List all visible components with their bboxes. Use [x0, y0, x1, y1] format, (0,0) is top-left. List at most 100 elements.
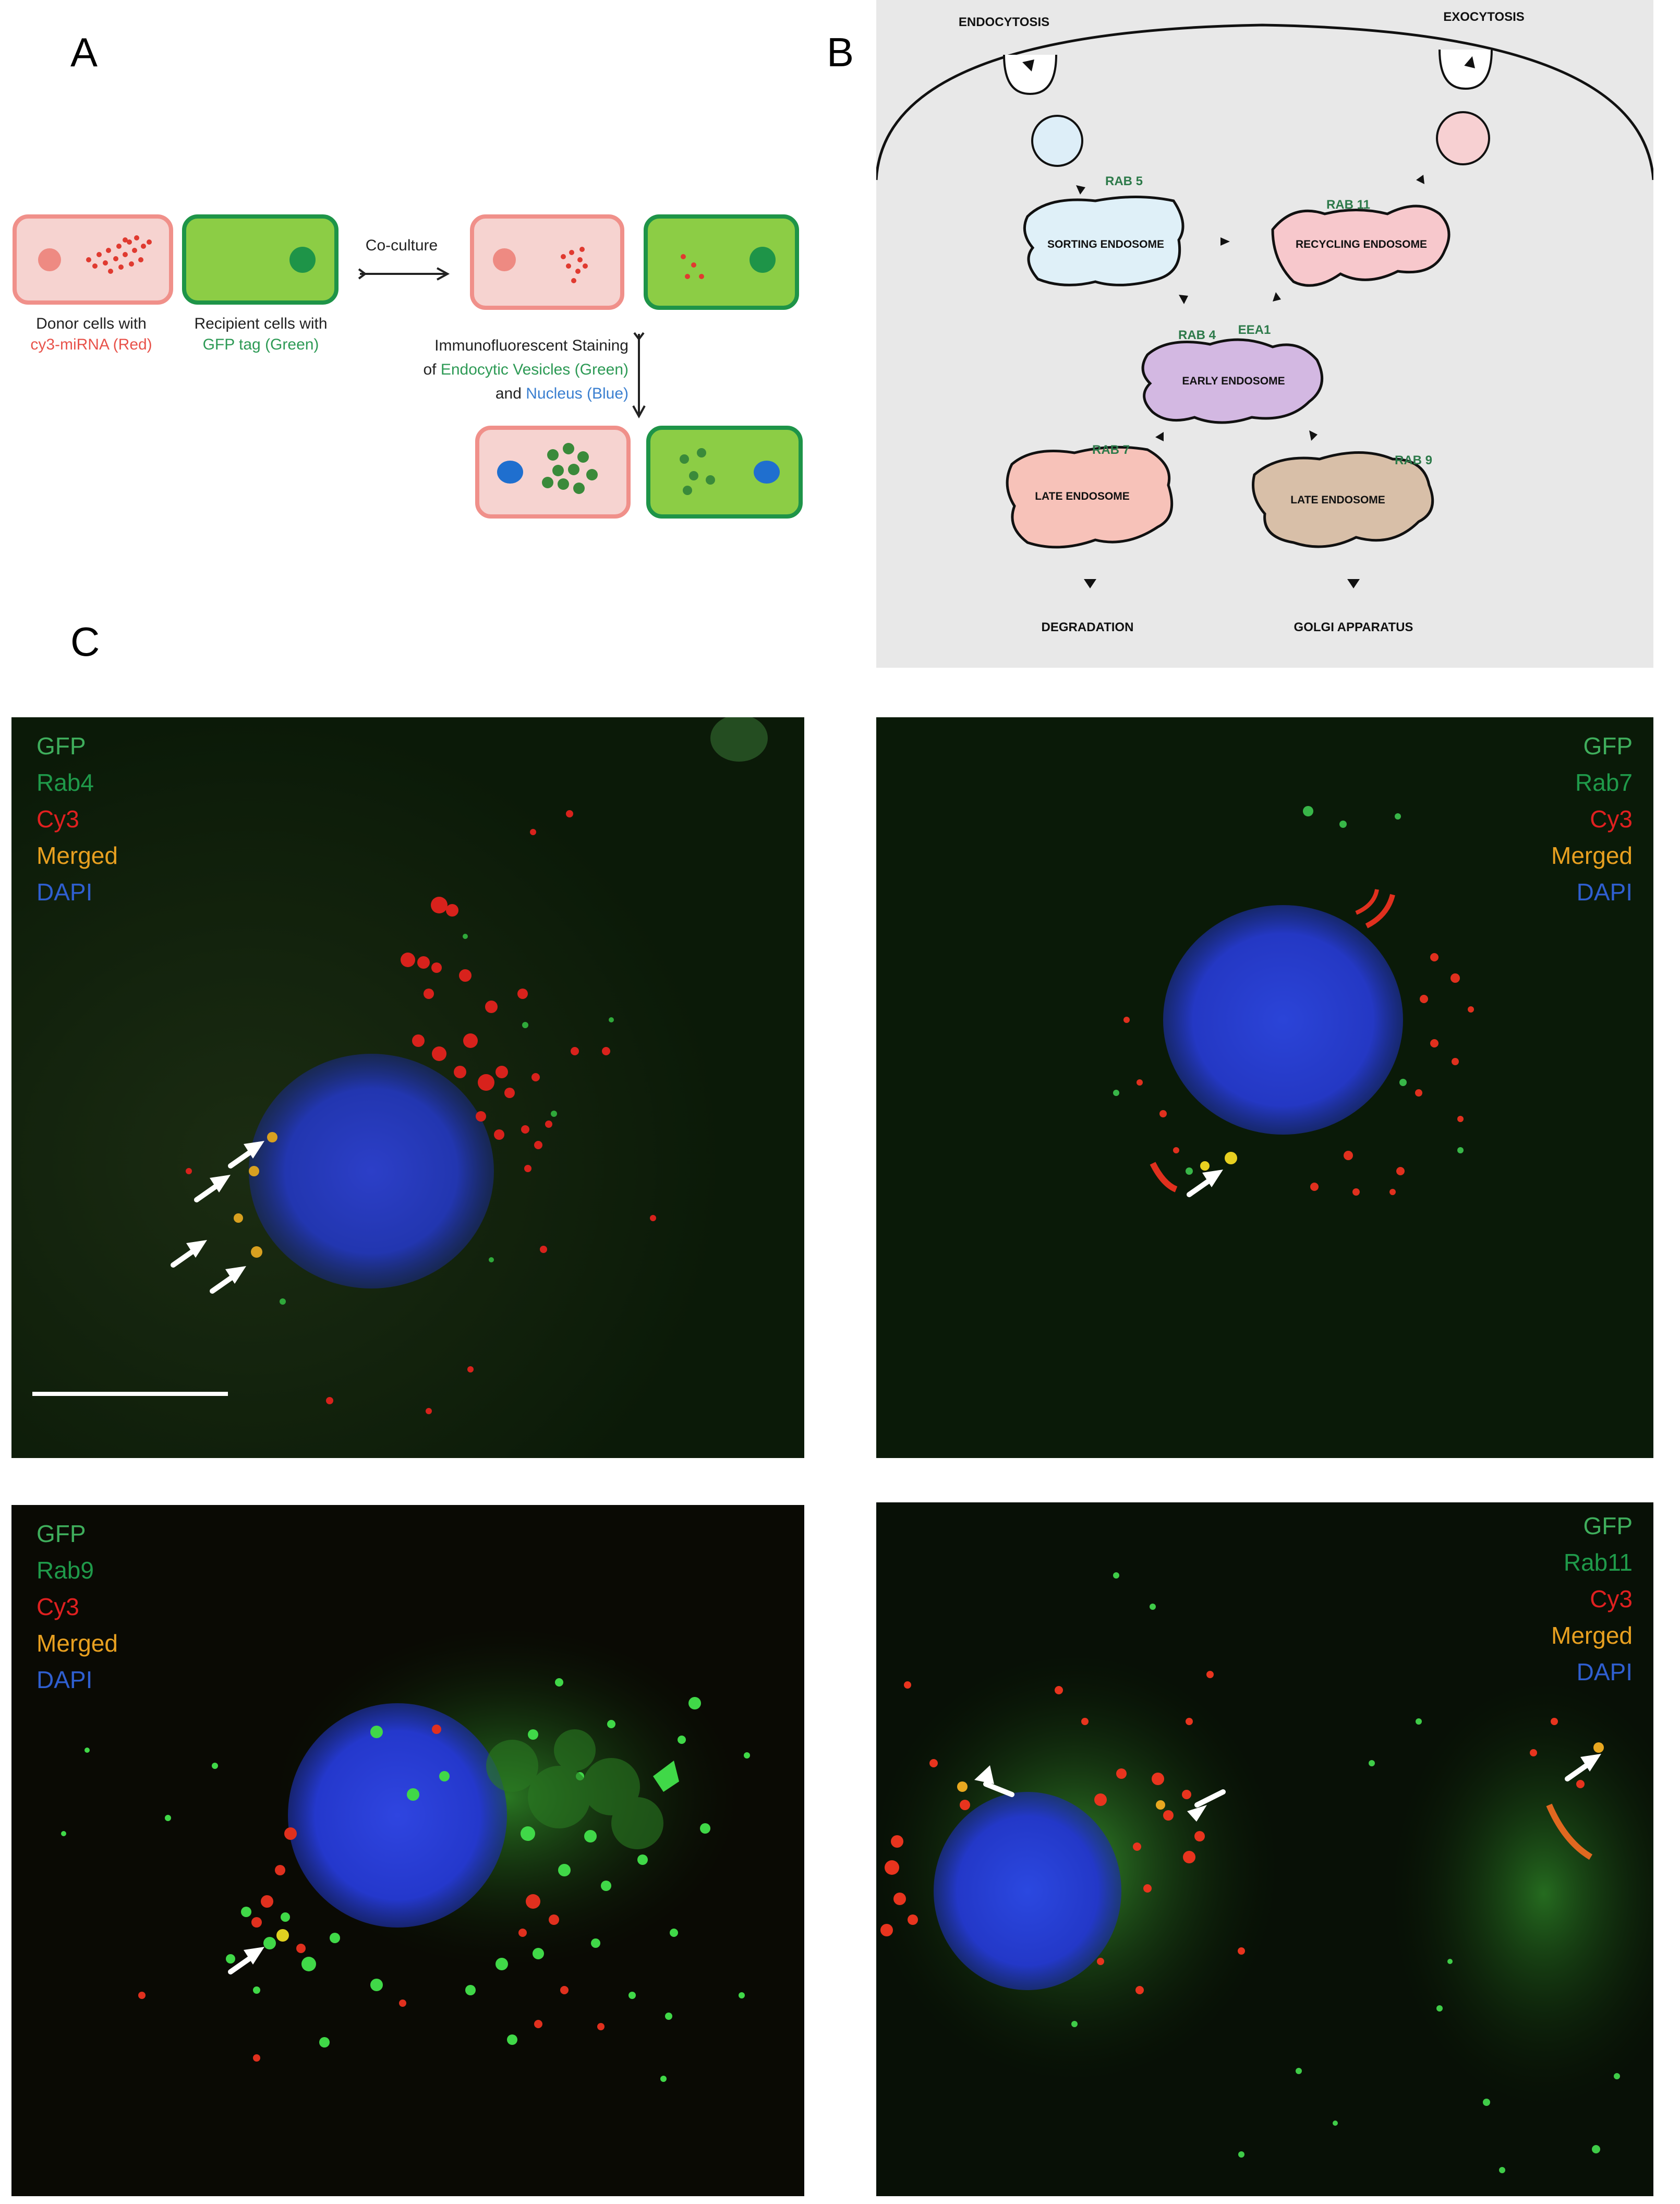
- legend-dapi: DAPI: [37, 1666, 93, 1693]
- cy3-puncta-rab9: [138, 1725, 605, 2062]
- arrows-rab9: [228, 1947, 264, 1974]
- recipient-nucleus-stained: [754, 461, 780, 484]
- merged-puncta-rab11: [957, 1742, 1604, 1810]
- late-endosome-right: [1252, 451, 1434, 548]
- legend-gfp: GFP: [1583, 732, 1633, 760]
- rab11-label: RAB 11: [1326, 198, 1370, 212]
- donor-nucleus: [38, 248, 61, 271]
- donor-vesicles-stained: [542, 443, 598, 494]
- merged-puncta-rab9: [276, 1929, 289, 1942]
- panel-b-diagram: ENDOCYTOSIS EXOCYTOSIS RAB 5 SORTING END…: [876, 0, 1653, 668]
- rab5-label: RAB 5: [1105, 174, 1143, 188]
- micrograph-rab7: GFP Rab7 Cy3 Merged DAPI: [876, 717, 1653, 1458]
- donor-cell-after: [470, 214, 624, 310]
- donor-nucleus-after: [493, 248, 516, 271]
- exocytosis-pit: [1439, 49, 1493, 90]
- rab7-label: RAB 7: [1092, 443, 1130, 457]
- recipient-nucleus-after: [750, 247, 776, 273]
- arrows-rab11: [974, 1754, 1601, 1822]
- nucleus-rab9: [288, 1703, 507, 1928]
- recipient-label-2: GFP tag (Green): [203, 336, 319, 353]
- arrows-rab4: [171, 1141, 264, 1294]
- scale-bar: [32, 1392, 228, 1396]
- endocytosis-label: ENDOCYTOSIS: [959, 15, 1049, 29]
- legend-gfp: GFP: [37, 1520, 86, 1547]
- legend-rab11: GFP Rab11 Cy3 Merged DAPI: [1551, 1508, 1633, 1690]
- coculture-label: Co-culture: [366, 237, 438, 254]
- panel-letter-b: B: [827, 29, 854, 75]
- donor-mirna-dots: [86, 235, 152, 274]
- legend-dapi: DAPI: [1576, 1658, 1633, 1685]
- late-endosome-left: [1006, 445, 1174, 549]
- donor-nucleus-stained: [497, 461, 523, 484]
- late-right-label: LATE ENDOSOME: [1290, 494, 1385, 506]
- legend-merged: Merged: [1551, 1622, 1633, 1649]
- recipient-cell: [182, 214, 339, 305]
- legend-rab4: GFP Rab4 Cy3 Merged DAPI: [37, 728, 118, 910]
- late-left-label: LATE ENDOSOME: [1035, 490, 1130, 502]
- legend-rab: Rab4: [37, 769, 94, 796]
- legend-rab: Rab11: [1563, 1549, 1633, 1576]
- legend-cy3: Cy3: [1590, 805, 1633, 833]
- panel-letter-a: A: [70, 29, 98, 75]
- arrows-rab7: [1187, 1170, 1223, 1197]
- gfp-puncta-rab9: [61, 1678, 750, 2082]
- rab9-label: RAB 9: [1395, 453, 1432, 467]
- cy3-puncta-rab7: [1123, 889, 1474, 1196]
- legend-dapi: DAPI: [37, 878, 93, 906]
- pit-arrows: [1022, 56, 1475, 71]
- legend-rab9: GFP Rab9 Cy3 Merged DAPI: [37, 1515, 118, 1698]
- legend-merged: Merged: [37, 1630, 118, 1657]
- legend-rab: Rab7: [1575, 769, 1633, 796]
- endocytic-vesicle: [1031, 115, 1083, 167]
- legend-merged: Merged: [37, 842, 118, 869]
- golgi-label: GOLGI APPARATUS: [1294, 620, 1413, 634]
- cy3-puncta-rab11: [880, 1671, 1593, 1994]
- early-label: EARLY ENDOSOME: [1182, 375, 1285, 387]
- recipient-nucleus: [289, 247, 316, 273]
- eea1-label: EEA1: [1238, 323, 1271, 337]
- degradation-label: DEGRADATION: [1042, 620, 1134, 634]
- recipient-mirna-after: [681, 254, 704, 279]
- recipient-label-1: Recipient cells with: [194, 315, 327, 332]
- staining-line-3: and Nucleus (Blue): [495, 385, 629, 402]
- recipient-vesicles-stained: [680, 448, 715, 495]
- legend-merged: Merged: [1551, 842, 1633, 869]
- legend-gfp: GFP: [37, 732, 86, 760]
- endocytosis-pit: [1003, 54, 1057, 95]
- staining-line-1: Immunofluorescent Staining: [434, 337, 629, 354]
- donor-label-2: cy3-miRNA (Red): [30, 336, 152, 353]
- recipient-cell-after: [644, 214, 799, 310]
- legend-rab7: GFP Rab7 Cy3 Merged DAPI: [1551, 728, 1633, 910]
- legend-cy3: Cy3: [37, 805, 79, 833]
- sorting-endosome: [1023, 196, 1185, 286]
- cell-membrane: [876, 23, 1653, 180]
- micrograph-rab11: GFP Rab11 Cy3 Merged DAPI: [876, 1502, 1653, 2196]
- panel-letter-c: C: [70, 619, 100, 665]
- coculture-arrow: [358, 267, 450, 281]
- legend-cy3: Cy3: [37, 1593, 79, 1620]
- gfp-puncta-rab11: [1071, 1572, 1620, 2173]
- recycling-endosome: [1271, 204, 1451, 287]
- donor-cell: [13, 214, 173, 305]
- staining-line-2: of Endocytic Vesicles (Green): [423, 361, 629, 378]
- legend-rab: Rab9: [37, 1557, 94, 1584]
- micrograph-rab9: GFP Rab9 Cy3 Merged DAPI: [11, 1505, 804, 2196]
- pathway-arrows: [1076, 175, 1424, 588]
- legend-gfp: GFP: [1583, 1512, 1633, 1539]
- nucleus-rab4: [249, 1054, 494, 1288]
- recycling-label: RECYCLING ENDOSOME: [1296, 238, 1427, 250]
- staining-arrow: [632, 332, 646, 419]
- exocytic-vesicle: [1436, 111, 1490, 165]
- panel-a-schematic: Donor cells with cy3-miRNA (Red) Recipie…: [13, 214, 803, 519]
- exocytosis-label: EXOCYTOSIS: [1443, 10, 1525, 24]
- early-endosome: [1141, 338, 1324, 424]
- sorting-label: SORTING ENDOSOME: [1047, 238, 1164, 250]
- nucleus-rab7: [1163, 905, 1403, 1135]
- nucleus-rab11: [934, 1792, 1121, 1990]
- gfp-puncta-rab7: [1113, 806, 1464, 1175]
- merged-puncta-rab7: [1200, 1152, 1237, 1171]
- gfp-haze-rab9: [486, 1729, 663, 1849]
- donor-mirna-after: [561, 247, 588, 283]
- rab4-label: RAB 4: [1178, 328, 1216, 342]
